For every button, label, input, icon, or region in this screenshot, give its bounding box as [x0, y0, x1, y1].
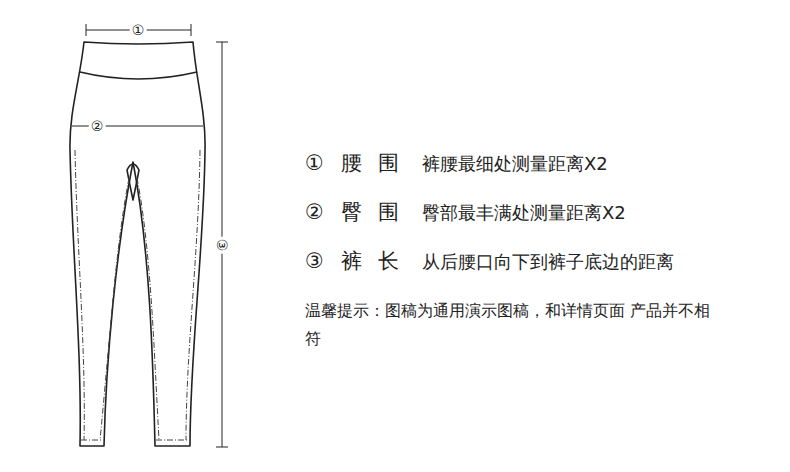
dimension-description: 裤腰最细处测量距离X2: [422, 153, 608, 175]
dimension-name: ③ 裤 长: [305, 249, 399, 274]
leggings-outline: [70, 42, 205, 446]
dimension-name: ② 臀 围: [305, 200, 399, 225]
dimension-lines: [72, 24, 228, 447]
callout-number: ②: [89, 119, 106, 133]
dimension-description: 从后腰口向下到裤子底边的距离: [422, 251, 674, 273]
note: 温馨提示：图稿为通用演示图稿，和详情页面 产品并不相符: [305, 297, 725, 353]
callout-number: ①: [130, 23, 147, 37]
stitching: [75, 150, 200, 440]
dimension-name: ① 腰 围: [305, 151, 399, 176]
callout-number: ③: [215, 237, 229, 254]
dimension-description: 臀部最丰满处测量距离X2: [422, 202, 626, 224]
